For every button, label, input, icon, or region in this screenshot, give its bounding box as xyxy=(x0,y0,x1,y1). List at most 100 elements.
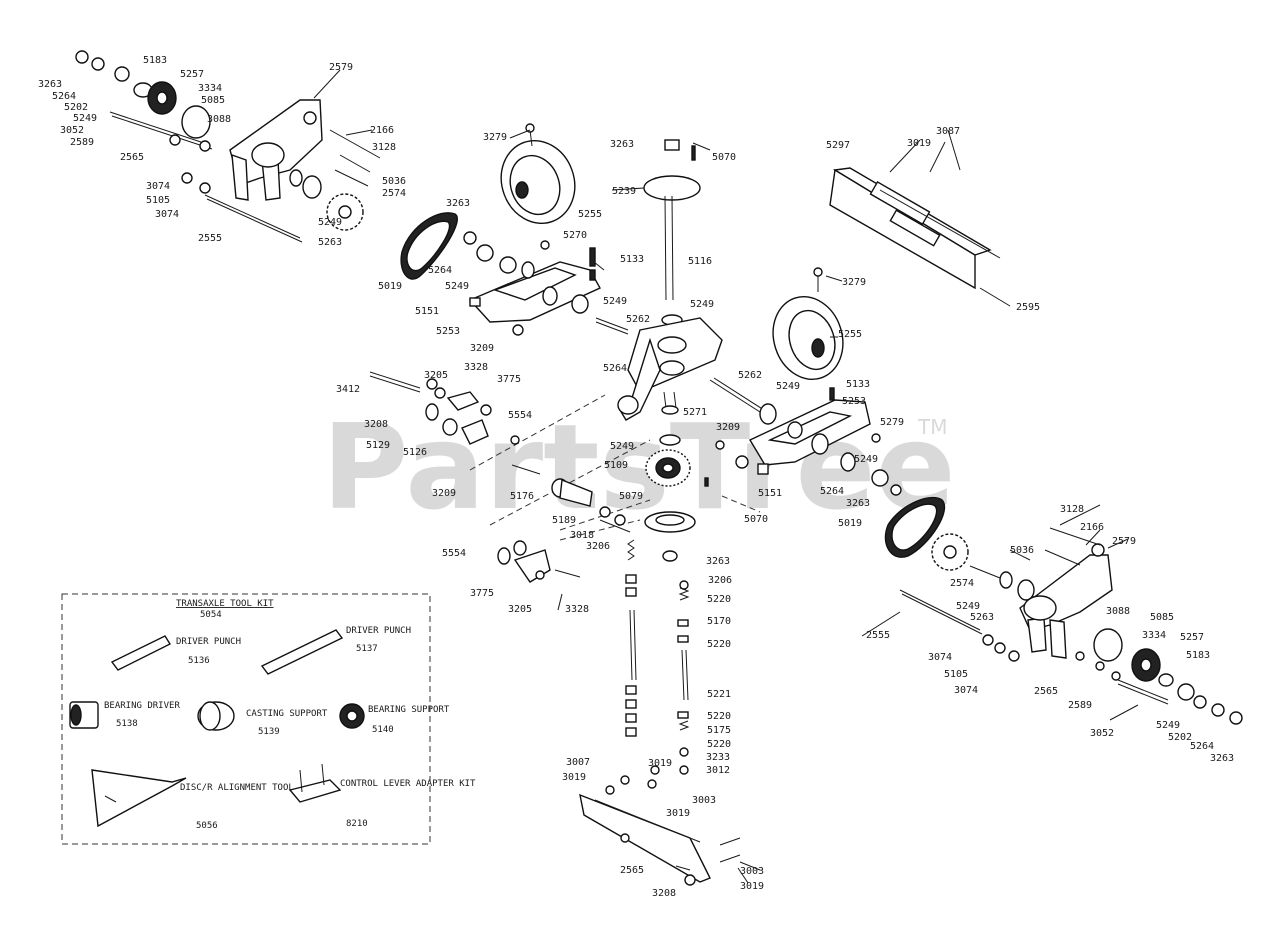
kit-title: TRANSAXLE TOOL KIT xyxy=(176,599,274,609)
svg-text:5137: 5137 xyxy=(356,644,378,654)
tool-kit-box: TRANSAXLE TOOL KIT 5054 DRIVER PUNCH 513… xyxy=(61,593,476,845)
svg-text:DISC/R ALIGNMENT TOOL: DISC/R ALIGNMENT TOOL xyxy=(180,783,294,793)
part-label: 5151 xyxy=(758,488,782,499)
part-label: 3208 xyxy=(364,419,388,430)
svg-text:CONTROL LEVER ADAPTER KIT: CONTROL LEVER ADAPTER KIT xyxy=(340,779,476,789)
central-shaft xyxy=(643,139,701,326)
part-label: 3052 xyxy=(60,125,84,136)
part-label: 5105 xyxy=(944,669,968,680)
svg-text:DRIVER PUNCH: DRIVER PUNCH xyxy=(346,626,411,636)
part-label: 5249 xyxy=(690,299,714,310)
part-label: 3019 xyxy=(907,138,931,149)
svg-text:8210: 8210 xyxy=(346,819,368,829)
part-label: 5220 xyxy=(707,711,731,722)
part-label: 3087 xyxy=(936,126,960,137)
part-label: 3328 xyxy=(464,362,488,373)
part-label: 5554 xyxy=(442,548,466,559)
part-label: 5151 xyxy=(415,306,439,317)
part-label: 5264 xyxy=(820,486,844,497)
part-label: 3328 xyxy=(565,604,589,615)
part-label: 3209 xyxy=(716,422,740,433)
part-label: 3206 xyxy=(708,575,732,586)
part-label: 5036 xyxy=(1010,545,1034,556)
part-label: 2565 xyxy=(120,152,144,163)
part-label: 5019 xyxy=(838,518,862,529)
part-label: 3263 xyxy=(1210,753,1234,764)
driver-punch-5136: DRIVER PUNCH 5136 xyxy=(110,635,241,671)
svg-text:5056: 5056 xyxy=(196,821,218,831)
svg-text:5136: 5136 xyxy=(188,656,210,666)
part-label: 5279 xyxy=(880,417,904,428)
part-label: 5249 xyxy=(956,601,980,612)
part-label: 5253 xyxy=(842,396,866,407)
part-label: 5202 xyxy=(64,102,88,113)
part-label: 5019 xyxy=(378,281,402,292)
part-label: 2579 xyxy=(1112,536,1136,547)
part-label: 5262 xyxy=(626,314,650,325)
part-label: 3233 xyxy=(706,752,730,763)
part-label: 5255 xyxy=(578,209,602,220)
casting-support-5139: CASTING SUPPORT 5139 xyxy=(197,701,328,737)
part-label: 3775 xyxy=(497,374,521,385)
part-label: 5183 xyxy=(1186,650,1210,661)
part-label: 5297 xyxy=(826,140,850,151)
part-label: 5257 xyxy=(180,69,204,80)
part-label: 5079 xyxy=(619,491,643,502)
part-label: 5085 xyxy=(201,95,225,106)
part-label: 5220 xyxy=(707,739,731,750)
bottom-bracket xyxy=(579,765,741,886)
part-label: 3128 xyxy=(1060,504,1084,515)
part-label: 2579 xyxy=(329,62,353,73)
part-label: 5220 xyxy=(707,594,731,605)
part-label: 5105 xyxy=(146,195,170,206)
part-label: 5126 xyxy=(403,447,427,458)
right-chain xyxy=(884,496,945,558)
part-label: 5263 xyxy=(318,237,342,248)
part-label: 3018 xyxy=(570,530,594,541)
svg-text:CASTING SUPPORT: CASTING SUPPORT xyxy=(246,709,328,719)
part-label: 3128 xyxy=(372,142,396,153)
part-label: 3206 xyxy=(586,541,610,552)
svg-text:5138: 5138 xyxy=(116,719,138,729)
part-label: 5133 xyxy=(846,379,870,390)
part-label: 5189 xyxy=(552,515,576,526)
part-label: 5249 xyxy=(318,217,342,228)
part-label: 5116 xyxy=(688,256,712,267)
part-label: 5070 xyxy=(712,152,736,163)
part-label: 3088 xyxy=(1106,606,1130,617)
part-label: 5249 xyxy=(445,281,469,292)
part-label: 2595 xyxy=(1016,302,1040,313)
part-label: 3279 xyxy=(483,132,507,143)
part-label: 3012 xyxy=(706,765,730,776)
part-label: 5249 xyxy=(776,381,800,392)
part-label: 5264 xyxy=(428,265,452,276)
part-label: 5133 xyxy=(620,254,644,265)
part-label: 3074 xyxy=(146,181,170,192)
part-label: 3775 xyxy=(470,588,494,599)
part-label: 2555 xyxy=(198,233,222,244)
part-label: 5070 xyxy=(744,514,768,525)
right-axle-assembly xyxy=(899,527,1243,725)
bearing-driver-5138: BEARING DRIVER 5138 xyxy=(69,701,180,729)
part-label: 3019 xyxy=(666,808,690,819)
part-label: 5554 xyxy=(508,410,532,421)
part-label: 2574 xyxy=(382,188,406,199)
left-shift-bracket xyxy=(463,231,629,336)
part-label: 3003 xyxy=(740,866,764,877)
part-label: 3003 xyxy=(692,795,716,806)
part-label: 5176 xyxy=(510,491,534,502)
part-label: 3263 xyxy=(610,139,634,150)
watermark-tm: TM xyxy=(917,415,947,439)
part-label: 3412 xyxy=(336,384,360,395)
part-label: 3208 xyxy=(652,888,676,899)
part-label: 5271 xyxy=(683,407,707,418)
leader-lines xyxy=(313,69,1139,884)
part-label: 3334 xyxy=(198,83,222,94)
lever-adapter-kit-8210: CONTROL LEVER ADAPTER KIT 8210 xyxy=(288,763,476,829)
part-label: 3205 xyxy=(508,604,532,615)
part-label: 3019 xyxy=(562,772,586,783)
part-label: 5264 xyxy=(1190,741,1214,752)
part-label: 3263 xyxy=(846,498,870,509)
part-label: 5270 xyxy=(563,230,587,241)
part-label: 3263 xyxy=(446,198,470,209)
